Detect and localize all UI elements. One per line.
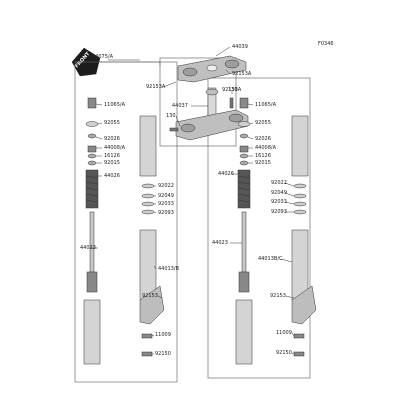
part-label: 11065/A: [255, 102, 277, 108]
part-label: 92153: [270, 293, 286, 299]
part-label: 130: [228, 87, 238, 93]
left-spring-coils: [85, 175, 99, 203]
right-spring-coils: [237, 175, 251, 203]
part-label: 92093: [271, 209, 287, 215]
leader-line: [153, 265, 157, 270]
part-label: 11065/A: [104, 102, 126, 108]
leader-line: [95, 136, 103, 140]
frame-right: [207, 77, 311, 379]
part-label: 92015: [104, 160, 120, 166]
leader-line: [280, 258, 293, 263]
leader-line: [247, 103, 254, 106]
leader-line: [151, 334, 155, 337]
part-label: 44008/A: [255, 145, 277, 151]
lower-triple-clamp: [169, 87, 249, 141]
part-label: 92055: [255, 120, 271, 126]
part-label: 11009: [155, 332, 171, 338]
part-label: 92049: [158, 193, 174, 199]
part-label: 92150: [155, 351, 171, 357]
part-label: 92153A: [146, 84, 166, 90]
part-label: 92026: [255, 136, 271, 142]
part-label: 92022: [271, 180, 287, 186]
leader-line: [175, 115, 181, 127]
part-label: 92153: [142, 293, 158, 299]
right-fork: [235, 97, 317, 365]
part-label: 92093: [158, 210, 174, 216]
part-label: 44026: [218, 171, 234, 177]
part-callouts: 44075/A4403992153A92153A92153A1301304403…: [80, 44, 295, 357]
part-label: 44013B/C: [258, 256, 283, 262]
leader-line: [157, 295, 163, 299]
upper-triple-clamp: [177, 55, 247, 83]
leader-line: [291, 332, 295, 337]
part-label: 44039: [232, 44, 248, 50]
part-label: 44075/A: [92, 54, 114, 60]
leader-line: [97, 122, 103, 125]
part-label: 130: [166, 113, 176, 119]
leader-line: [285, 295, 295, 299]
part-label: 92015: [255, 160, 271, 166]
leader-line: [284, 192, 295, 197]
part-label: 92022: [158, 183, 174, 189]
part-label: 44023: [212, 240, 228, 246]
part-label: 92153A: [222, 87, 242, 93]
part-label: 44008/A: [104, 145, 126, 151]
part-label: 44026: [104, 173, 120, 179]
part-label: 92033: [158, 201, 174, 207]
part-label: 11009: [276, 330, 292, 336]
part-label: 92150: [276, 350, 292, 356]
leader-line: [284, 182, 295, 187]
leader-line: [153, 211, 157, 214]
part-label: 92033: [271, 199, 287, 205]
part-label: 92026: [104, 136, 120, 142]
frame-top: [159, 57, 237, 147]
leader-line: [95, 103, 103, 106]
diagram-code: F0346: [318, 41, 334, 47]
leader-line: [284, 201, 295, 205]
part-label: 44013/B: [158, 266, 180, 272]
part-label: 44023: [80, 245, 96, 251]
leader-line: [247, 136, 254, 140]
leader-line: [249, 122, 254, 125]
part-label: 92055: [104, 120, 120, 126]
leader-line: [291, 352, 295, 355]
part-label: 44037: [172, 103, 188, 109]
leader-line: [162, 81, 177, 88]
part-label: 92153A: [232, 71, 252, 77]
left-fork: [83, 97, 165, 365]
part-label: 16126: [255, 153, 271, 159]
part-label: 92049: [271, 190, 287, 196]
leader-line: [225, 69, 231, 75]
leader-line: [215, 46, 231, 57]
part-label: 16126: [104, 153, 120, 159]
frame-left: [74, 61, 178, 383]
